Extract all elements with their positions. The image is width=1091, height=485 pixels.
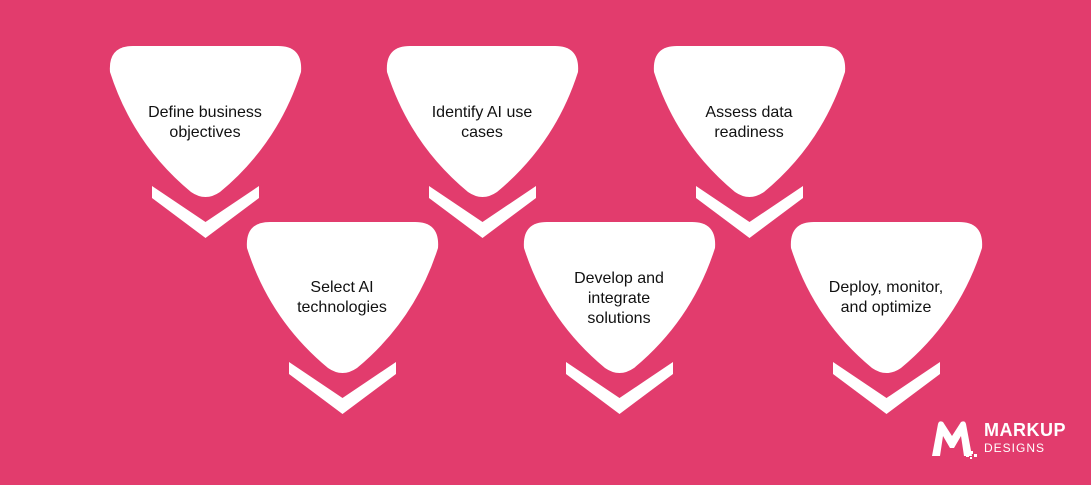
step-label: Define business objectives [148, 104, 262, 141]
step-shape [653, 46, 846, 238]
logo-brand-bottom: DESIGNS [984, 441, 1046, 455]
step-4-select-ai-technologies: Select AI technologies [245, 220, 440, 420]
step-shape [246, 222, 439, 414]
step-6-deploy-monitor-optimize: Deploy, monitor, and optimize [789, 220, 984, 420]
step-shape [790, 222, 983, 414]
step-label: Identify AI use cases [431, 104, 533, 141]
step-3-assess-data-readiness: Assess data readiness [652, 44, 847, 244]
step-label: Assess data readiness [705, 104, 793, 141]
markup-designs-logo: MARKUP DESIGNS [928, 418, 1078, 460]
step-5-develop-and-integrate-solutions: Develop and integrate solutions [522, 220, 717, 420]
step-label: Deploy, monitor, and optimize [828, 279, 944, 316]
step-1-define-business-objectives: Define business objectives [108, 44, 303, 244]
step-2-identify-ai-use-cases: Identify AI use cases [385, 44, 580, 244]
step-shape [109, 46, 302, 238]
step-label: Select AI technologies [297, 279, 387, 316]
logo-brand-top: MARKUP [984, 420, 1066, 440]
logo-m-icon [932, 421, 977, 459]
step-shape [386, 46, 579, 238]
step-label: Develop and integrate solutions [574, 270, 664, 327]
